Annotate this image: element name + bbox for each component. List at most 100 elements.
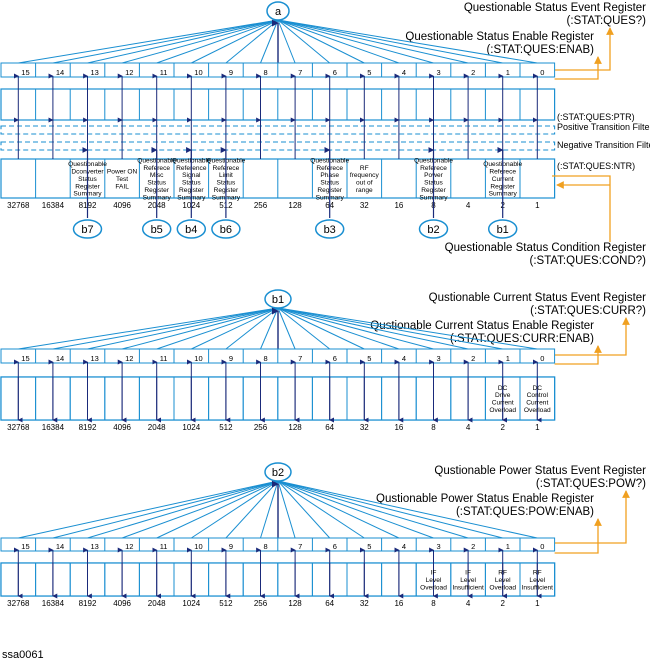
questionable-fan-line-12: [277, 19, 434, 64]
ques-event-cmd: (:STAT:QUES?): [567, 15, 647, 27]
curr-event-cmd: (:STAT:QUES:CURR?): [530, 305, 646, 317]
current-bit-weight-12: 8: [431, 423, 436, 432]
questionable-fan-line-10: [277, 19, 365, 64]
current-bit-weight-10: 32: [360, 423, 369, 432]
power-bit-number-1: 14: [56, 542, 64, 551]
current-fan-line-15: [277, 307, 538, 350]
power-bit-weight-5: 1024: [182, 599, 200, 608]
current-fan-line-1: [52, 307, 279, 350]
current-bit-weight-8: 128: [288, 423, 302, 432]
current-bit-weight-1: 16384: [42, 423, 65, 432]
questionable-fan-line-6: [225, 19, 279, 64]
current-bit-number-14: 1: [506, 354, 510, 363]
current-fan-line-13: [277, 307, 469, 350]
current-fan-line-11: [277, 307, 400, 350]
current-bit-number-15: 0: [540, 354, 544, 363]
power-bit-number-4: 11: [160, 542, 168, 551]
power-bit-number-10: 5: [367, 542, 371, 551]
current-bit-number-1: 14: [56, 354, 64, 363]
bubble-b3: [314, 219, 345, 239]
questionable-bit-number-1: 14: [56, 68, 64, 77]
ques-condition-register-label: Questionable Status Condition Register: [445, 242, 647, 254]
power-bit-weight-2: 8192: [79, 599, 97, 608]
power-fan-line-7: [260, 480, 279, 539]
questionable-bit-number-0: 15: [21, 68, 29, 77]
current-bit-weight-6: 512: [219, 423, 233, 432]
power-bit-number-11: 4: [402, 542, 406, 551]
questionable-bit-weight-3: 4096: [113, 201, 131, 210]
power-fan-line-3: [121, 480, 279, 539]
pow-enable-register-label: Qustionable Power Status Enable Register: [376, 493, 594, 505]
power-bit-number-0: 15: [21, 542, 29, 551]
questionable-fan-line-3: [121, 19, 279, 64]
ques-enable-register-label: Questionable Status Enable Register: [405, 31, 594, 43]
questionable-fan-line-8: [277, 19, 296, 64]
ques-ptr-cmd: (:STAT:QUES:PTR): [557, 112, 635, 122]
current-bit-number-0: 15: [21, 354, 29, 363]
power-bit-weight-13: 4: [466, 599, 471, 608]
power-bit-weight-3: 4096: [113, 599, 131, 608]
bubble-b1-label: b1: [497, 224, 509, 236]
bubble-b5-label: b5: [151, 224, 163, 236]
ques-event-register-label: Questionable Status Event Register: [464, 2, 646, 14]
questionable-fan-line-4: [156, 19, 279, 64]
current-fan-line-4: [156, 307, 279, 350]
current-bit-number-13: 2: [471, 354, 475, 363]
power-bit-number-15: 0: [540, 542, 544, 551]
questionable-bit-number-6: 9: [229, 68, 233, 77]
power-fan-line-8: [277, 480, 296, 539]
current-leader-1: [554, 345, 602, 365]
bubble-b1-top-label: b1: [272, 294, 284, 306]
current-bit-number-2: 13: [91, 354, 99, 363]
power-fan-line-12: [277, 480, 434, 539]
questionable-bit-number-15: 0: [540, 68, 544, 77]
questionable-transition-filter-0: [0, 125, 556, 135]
power-bit-number-3: 12: [125, 542, 133, 551]
power-bit-weight-6: 512: [219, 599, 233, 608]
pow-event-register-label: Qustionable Power Status Event Register: [434, 465, 646, 477]
bubble-b6-label: b6: [220, 224, 232, 236]
ques-ntr-cmd: (:STAT:QUES:NTR): [557, 161, 635, 171]
register-graphics: 15327681416384138192QuestionableDconvert…: [0, 19, 630, 608]
power-bit-number-7: 8: [264, 542, 268, 551]
current-bit-number-11: 4: [402, 354, 406, 363]
bubble-b1: [487, 219, 518, 239]
ques-enable-cmd: (:STAT:QUES:ENAB): [486, 44, 594, 56]
current-fan-line-7: [260, 307, 279, 350]
questionable-bit-number-4: 11: [160, 68, 168, 77]
questionable-fan-line-13: [277, 19, 469, 64]
questionable-leader-0: [554, 27, 614, 71]
current-bit-number-3: 12: [125, 354, 133, 363]
power-leader-1: [554, 518, 602, 554]
bubble-b2-label: b2: [427, 224, 439, 236]
questionable-bit-number-10: 5: [367, 68, 371, 77]
questionable-bit-weight-10: 32: [360, 201, 369, 210]
current-bit-number-6: 9: [229, 354, 233, 363]
questionable-bit-weight-1: 16384: [42, 201, 65, 210]
power-fan-line-9: [277, 480, 331, 539]
ques-ptr-label: Positive Transition Filter: [557, 122, 650, 132]
power-fan-line-13: [277, 480, 469, 539]
current-bit-number-7: 8: [264, 354, 268, 363]
current-bit-weight-15: 1: [535, 423, 540, 432]
power-bit-weight-1: 16384: [42, 599, 65, 608]
questionable-bit-number-11: 4: [402, 68, 406, 77]
questionable-fan-line-14: [277, 19, 503, 64]
questionable-bit-number-2: 13: [91, 68, 99, 77]
power-bit-number-9: 6: [333, 542, 337, 551]
power-bit-weight-15: 1: [535, 599, 540, 608]
bubble-b2-top-label: b2: [272, 467, 284, 479]
current-bit-weight-4: 2048: [148, 423, 166, 432]
power-bit-weight-11: 16: [394, 599, 403, 608]
power-fan-line-6: [225, 480, 279, 539]
current-bit-weight-7: 256: [254, 423, 268, 432]
power-fan-line-5: [191, 480, 279, 539]
current-leader-0: [554, 317, 630, 356]
questionable-fan-line-15: [277, 19, 538, 64]
questionable-condition-leader-top: [552, 175, 611, 185]
